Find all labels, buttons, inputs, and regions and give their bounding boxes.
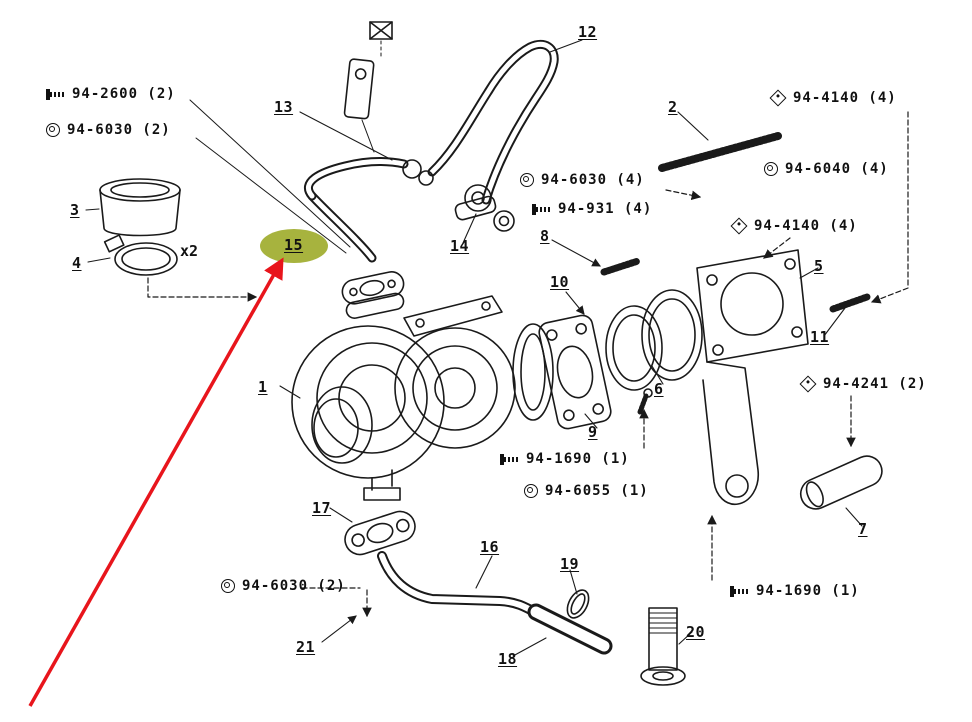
part-seal-rings	[605, 289, 703, 391]
part-small-bolt	[637, 388, 653, 415]
diamond-icon	[799, 375, 817, 393]
part-number-14[interactable]: 14	[450, 237, 470, 255]
callout-label: 94-1690 (1)	[526, 451, 630, 467]
part-number-17[interactable]: 17	[312, 499, 332, 517]
part-inlet-hose	[99, 178, 181, 237]
part-clamp-19	[566, 589, 590, 619]
callout-94-6030-b[interactable]: 94-6030 (4)	[520, 172, 645, 188]
part-number-11[interactable]: 11	[810, 328, 830, 346]
bolt-icon	[46, 88, 65, 100]
part-hose-18	[527, 603, 613, 655]
part-turbocharger-body	[291, 295, 516, 501]
part-oil-feed-pipe	[304, 39, 559, 263]
leader-lines	[85, 39, 863, 657]
quantity-multiplier: x2	[180, 242, 199, 260]
part-spacer-sleeve	[799, 455, 883, 510]
callout-label: 94-4140 (4)	[754, 218, 858, 234]
diamond-icon	[730, 217, 748, 235]
callout-94-1690-b[interactable]: 94-1690 (1)	[730, 583, 860, 599]
part-drain-flange	[344, 510, 416, 556]
callout-94-6055[interactable]: 94-6055 (1)	[524, 483, 649, 499]
part-number-3[interactable]: 3	[70, 201, 80, 219]
part-flange-gasket	[341, 271, 405, 305]
callout-94-2600[interactable]: 94-2600 (2)	[46, 86, 176, 102]
part-bracket	[343, 58, 375, 120]
callout-94-6040[interactable]: 94-6040 (4)	[764, 161, 889, 177]
callout-94-4140-a[interactable]: 94-4140 (4)	[769, 89, 897, 107]
pointer-arrow	[28, 257, 284, 707]
callout-label: 94-6030 (2)	[67, 122, 171, 138]
bolt-icon	[730, 585, 749, 597]
callout-label: 94-6055 (1)	[545, 483, 649, 499]
part-number-18[interactable]: 18	[498, 650, 518, 668]
part-flange-plate	[538, 314, 612, 430]
part-number-1[interactable]: 1	[258, 378, 268, 396]
part-number-16[interactable]: 16	[480, 538, 500, 556]
callout-label: 94-4140 (4)	[793, 90, 897, 106]
crossed-box-symbol	[369, 21, 393, 59]
callout-94-6030-a[interactable]: 94-6030 (2)	[46, 122, 171, 138]
highlight-ellipse	[260, 229, 328, 263]
part-number-13[interactable]: 13	[274, 98, 294, 116]
washer-icon	[46, 123, 60, 137]
part-number-12[interactable]: 12	[578, 23, 598, 41]
callout-label: 94-931 (4)	[558, 201, 653, 217]
part-number-6[interactable]: 6	[654, 380, 664, 398]
part-number-21[interactable]: 21	[296, 638, 316, 656]
part-number-8[interactable]: 8	[540, 227, 550, 245]
part-number-9[interactable]: 9	[588, 423, 598, 441]
part-number-15-highlighted[interactable]: 15	[284, 236, 304, 254]
part-number-10[interactable]: 10	[550, 273, 570, 291]
callout-label: 94-6030 (2)	[242, 578, 346, 594]
bolt-icon	[532, 203, 551, 215]
part-number-19[interactable]: 19	[560, 555, 580, 573]
callout-94-931[interactable]: 94-931 (4)	[532, 201, 652, 217]
callout-label: 94-1690 (1)	[756, 583, 860, 599]
diamond-icon	[769, 89, 787, 107]
part-stud-11	[829, 293, 871, 313]
callout-94-1690-a[interactable]: 94-1690 (1)	[500, 451, 630, 467]
part-stud-8	[600, 257, 642, 276]
part-number-4[interactable]: 4	[72, 254, 82, 272]
callout-label: 94-6030 (4)	[541, 172, 645, 188]
washer-icon	[221, 579, 235, 593]
part-washer-nut	[464, 184, 515, 232]
callout-label: 94-2600 (2)	[72, 86, 176, 102]
washer-icon	[524, 484, 538, 498]
bolt-icon	[500, 453, 519, 465]
part-number-7[interactable]: 7	[858, 520, 868, 538]
washer-icon	[764, 162, 778, 176]
callout-label: 94-6040 (4)	[785, 161, 889, 177]
part-stud-2	[658, 132, 782, 172]
callout-94-4140-b[interactable]: 94-4140 (4)	[730, 217, 858, 235]
part-mounting-plate	[696, 249, 809, 506]
part-number-20[interactable]: 20	[686, 623, 706, 641]
washer-icon	[520, 173, 534, 187]
part-gasket-ring	[512, 323, 554, 421]
dashed-leaders	[301, 111, 909, 618]
part-elbow-fitting	[640, 607, 686, 686]
part-drain-pipe	[377, 551, 543, 619]
part-number-2[interactable]: 2	[668, 98, 678, 116]
callout-label: 94-4241 (2)	[823, 376, 927, 392]
callout-94-6030-c[interactable]: 94-6030 (2)	[221, 578, 346, 594]
part-number-5[interactable]: 5	[814, 257, 824, 275]
callout-94-4241[interactable]: 94-4241 (2)	[799, 375, 927, 393]
part-hose-clamp	[103, 234, 178, 276]
